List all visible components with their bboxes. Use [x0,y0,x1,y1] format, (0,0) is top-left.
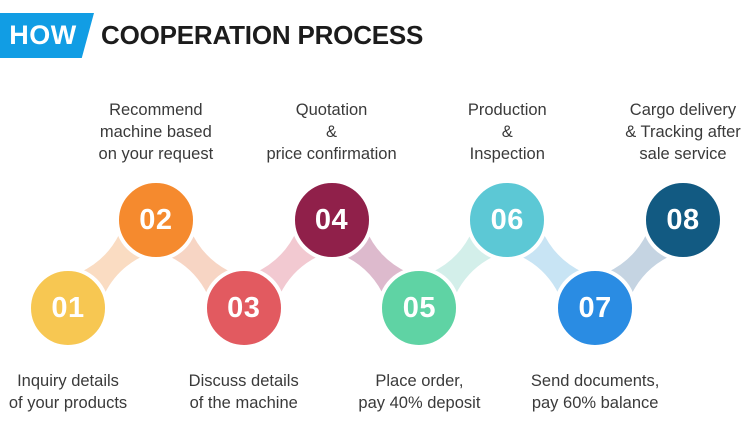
step-label-line: & [501,123,513,141]
step-label-line: of your products [8,394,128,412]
step-label-02: Recommend machine based on your request [46,99,266,165]
step-label-line: on your request [98,145,214,163]
step-label-line: Send documents, [530,372,660,390]
step-label-line: Quotation [295,101,368,119]
step-number: 08 [666,203,700,236]
step-label-01: Inquiry details of your products [0,370,178,414]
step-label-line: & Tracking after [625,123,741,141]
page-title: COOPERATION PROCESS [101,20,424,50]
step-label-line: machine based [99,123,212,141]
step-label-line: Inspection [469,145,545,163]
step-label-line: of the machine [189,394,298,412]
step-circle-05: 05 [378,267,461,349]
step-circle-07: 07 [554,267,637,349]
step-circle-06: 06 [466,179,549,261]
step-label-line: sale service [639,145,727,163]
step-label-line: & [326,123,338,141]
step-label-line: Inquiry details [17,372,119,390]
step-number: 05 [402,291,437,324]
step-circle-04: 04 [290,179,373,261]
step-label-08: Cargo delivery & Tracking after sale servi… [573,99,750,165]
step-label-line: Cargo delivery [629,101,737,119]
step-label-line: Place order, [375,372,464,390]
step-label-line: pay 40% deposit [358,394,481,412]
how-badge: HOW [0,13,94,58]
step-number: 06 [490,203,524,236]
step-circle-02: 02 [114,179,197,261]
step-label-line: pay 60% balance [531,394,659,412]
step-number: 03 [227,291,261,324]
step-label-03: Discuss details of the machine [134,370,354,414]
step-number: 02 [139,203,173,236]
how-badge-label: HOW [9,20,77,50]
step-number: 01 [51,291,85,324]
step-circle-03: 03 [202,267,285,349]
step-number: 04 [314,203,349,236]
step-label-07: Send documents, pay 60% balance [485,370,705,414]
step-label-line: Recommend [109,101,203,119]
step-circle-01: 01 [27,267,109,349]
step-label-line: price confirmation [266,145,397,163]
step-label-04: Quotation & price confirmation [222,99,442,165]
step-label-line: Discuss details [188,372,299,390]
step-label-06: Production & Inspection [397,99,617,165]
step-circle-08: 08 [641,179,724,261]
step-label-line: Production [467,101,547,119]
step-label-05: Place order, pay 40% deposit [309,370,529,414]
step-number: 07 [578,291,612,324]
